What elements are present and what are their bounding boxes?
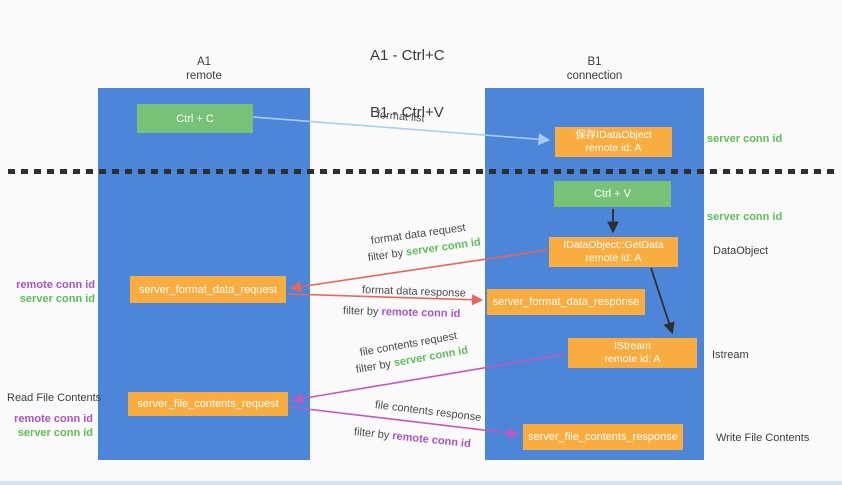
server-conn-id-label-left-top: server conn id xyxy=(19,293,95,305)
istream-line1: IStream xyxy=(614,340,651,352)
filter-by-text: filter by xyxy=(353,426,393,442)
server-file-contents-response-label: server_file_contents_response xyxy=(528,431,678,443)
ctrl-c-box: Ctrl + C xyxy=(137,104,253,133)
format-data-response-label: format data response xyxy=(361,284,467,300)
istream-side-label: Istream xyxy=(712,349,749,361)
save-idataobject-line2: remote id: A xyxy=(585,142,642,154)
diagram-title: A1 - Ctrl+C B1 - Ctrl+V xyxy=(370,8,445,160)
save-idataobject-line1: 保存IDataObject xyxy=(575,129,652,141)
file-contents-response-label: file contents response xyxy=(374,399,482,424)
column-b1-header: B1 connection xyxy=(485,55,704,83)
server-conn-id-label-mid: server conn id xyxy=(707,211,783,223)
server-format-data-response-label: server_format_data_response xyxy=(492,296,640,308)
remote-conn-id-highlight: remote conn id xyxy=(381,306,461,321)
column-a1-header: A1 remote xyxy=(98,55,310,83)
istream-line2: remote id: A xyxy=(604,353,661,365)
remote-conn-id-label-left-top: remote conn id xyxy=(16,279,95,291)
istream-box: IStream remote id: A xyxy=(568,338,697,368)
column-b1-subtitle: connection xyxy=(566,70,623,82)
write-file-contents-label: Write File Contents xyxy=(716,432,810,444)
server-conn-id-label-top: server conn id xyxy=(707,133,783,145)
bottom-edge-strip xyxy=(0,481,842,485)
server-conn-id-label-left-bottom: server conn id xyxy=(17,427,93,439)
server-format-data-request-box: server_format_data_request xyxy=(130,276,286,303)
dotted-separator-line xyxy=(8,169,836,174)
title-line-a1: A1 - Ctrl+C xyxy=(370,47,445,64)
server-file-contents-response-box: server_file_contents_response xyxy=(523,424,683,450)
server-file-contents-request-label: server_file_contents_request xyxy=(137,398,279,410)
dataobject-label: DataObject xyxy=(713,245,769,257)
filter-by-text: filter by xyxy=(367,246,407,264)
column-a1-name: A1 xyxy=(196,56,212,68)
ctrl-v-box: Ctrl + V xyxy=(554,181,671,207)
filter-by-remote-conn-id-label-1: filter by remote conn id xyxy=(343,305,461,320)
save-idataobject-box: 保存IDataObject remote id: A xyxy=(555,127,672,157)
idataobject-getdata-line1: IDataObject::GetData xyxy=(563,239,664,251)
idataobject-getdata-box: IDataObject::GetData remote id: A xyxy=(549,237,678,267)
column-a1-subtitle: remote xyxy=(186,70,222,82)
filter-by-remote-conn-id-label-2: filter by remote conn id xyxy=(353,426,471,450)
read-file-contents-label: Read File Contents xyxy=(7,392,102,404)
idataobject-getdata-line2: remote id: A xyxy=(585,252,642,264)
remote-conn-id-label-left-bottom: remote conn id xyxy=(14,413,93,425)
server-format-data-request-label: server_format_data_request xyxy=(138,283,278,296)
server-format-data-response-box: server_format_data_response xyxy=(487,289,645,315)
filter-by-text: filter by xyxy=(342,305,382,319)
remote-conn-id-highlight: remote conn id xyxy=(391,430,472,451)
ctrl-v-label: Ctrl + V xyxy=(594,188,631,200)
filter-by-text: filter by xyxy=(354,357,395,376)
column-b1-name: B1 xyxy=(587,56,602,68)
ctrl-c-label: Ctrl + C xyxy=(176,112,214,125)
server-file-contents-request-box: server_file_contents_request xyxy=(128,392,288,416)
